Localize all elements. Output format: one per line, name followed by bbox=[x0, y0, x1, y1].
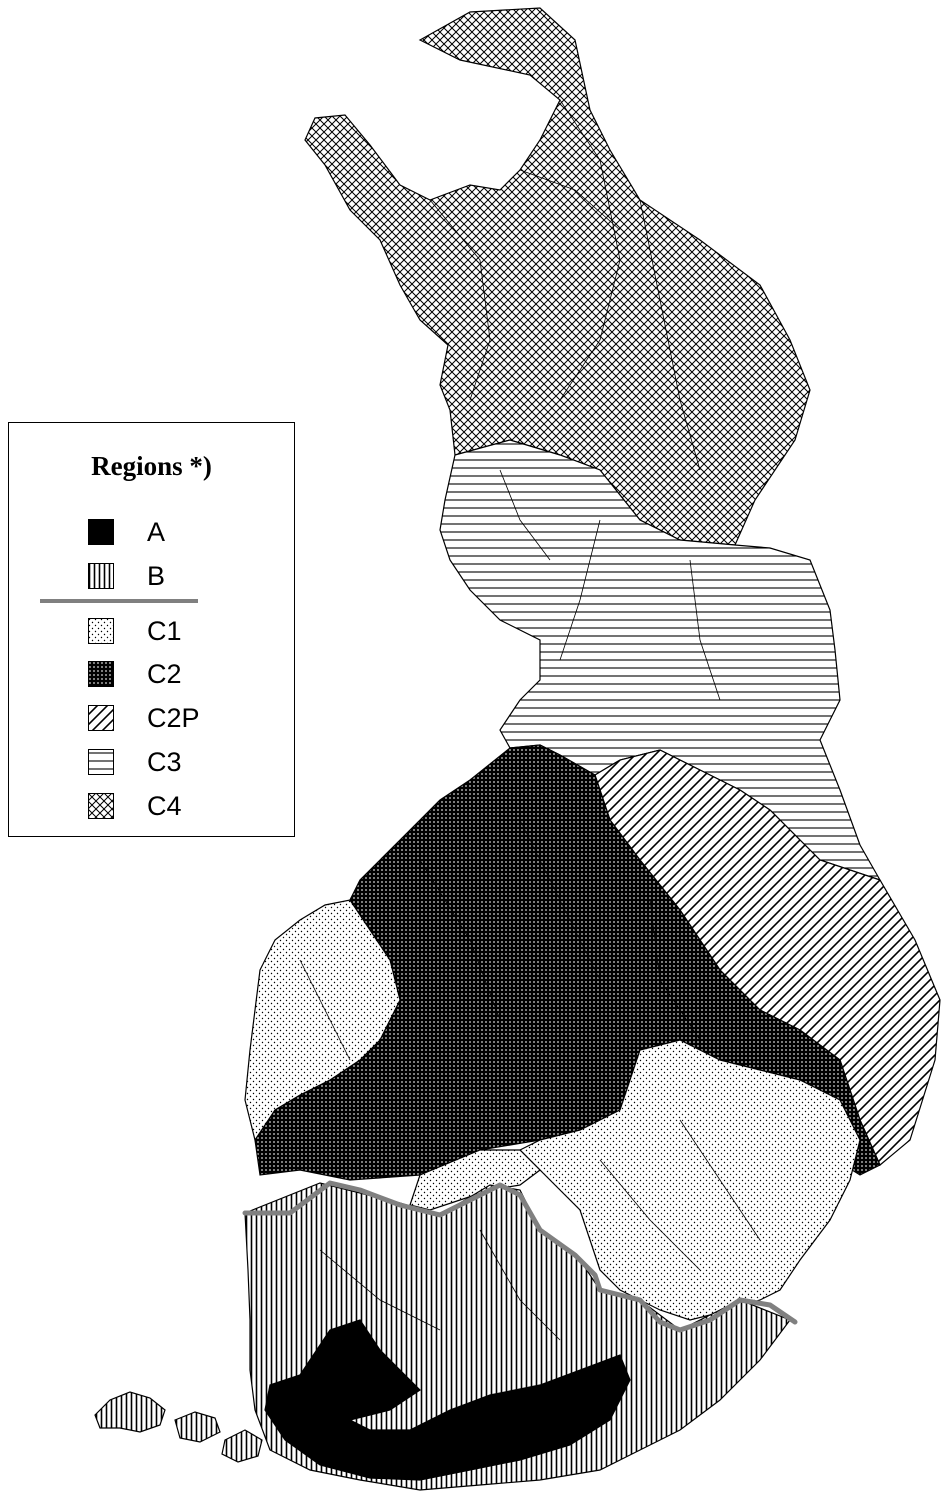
municipal-borders bbox=[299, 99, 761, 1341]
legend-item-c2p: C2P bbox=[88, 703, 200, 733]
cross-hatch-swatch-icon bbox=[88, 793, 114, 819]
legend-item-c2: C2 bbox=[88, 659, 182, 689]
region-c1-west bbox=[244, 899, 401, 1142]
legend-label: C2 bbox=[147, 658, 182, 689]
legend-label: A bbox=[147, 516, 166, 547]
legend: Regions *) A B C1 C2 C2P C3 C4 bbox=[8, 422, 295, 837]
region-c4 bbox=[304, 7, 811, 546]
legend-title: Regions *) bbox=[91, 451, 212, 481]
vertical-lines-swatch-icon bbox=[88, 563, 114, 589]
region-a bbox=[264, 1319, 631, 1481]
legend-label: C1 bbox=[147, 615, 182, 646]
legend-label: C2P bbox=[147, 702, 200, 733]
horizontal-lines-swatch-icon bbox=[88, 749, 114, 775]
archipelago-islands-3 bbox=[221, 1429, 263, 1463]
solid-black-swatch-icon bbox=[88, 519, 114, 545]
legend-item-b: B bbox=[88, 561, 165, 591]
dense-grid-swatch-icon bbox=[88, 661, 114, 687]
legend-item-c4: C4 bbox=[88, 791, 182, 821]
b-c-divider-line bbox=[242, 1180, 798, 1333]
dots-swatch-icon bbox=[88, 618, 114, 644]
legend-divider-line bbox=[40, 599, 198, 603]
legend-label: C4 bbox=[147, 790, 182, 821]
legend-label: B bbox=[147, 560, 166, 591]
legend-label: C3 bbox=[147, 746, 182, 777]
diagonal-lines-swatch-icon bbox=[88, 705, 114, 731]
legend-item-c3: C3 bbox=[88, 747, 182, 777]
archipelago-islands bbox=[94, 1391, 166, 1433]
archipelago-islands-2 bbox=[174, 1411, 221, 1443]
legend-item-a: A bbox=[88, 517, 165, 547]
legend-item-c1: C1 bbox=[88, 616, 182, 646]
